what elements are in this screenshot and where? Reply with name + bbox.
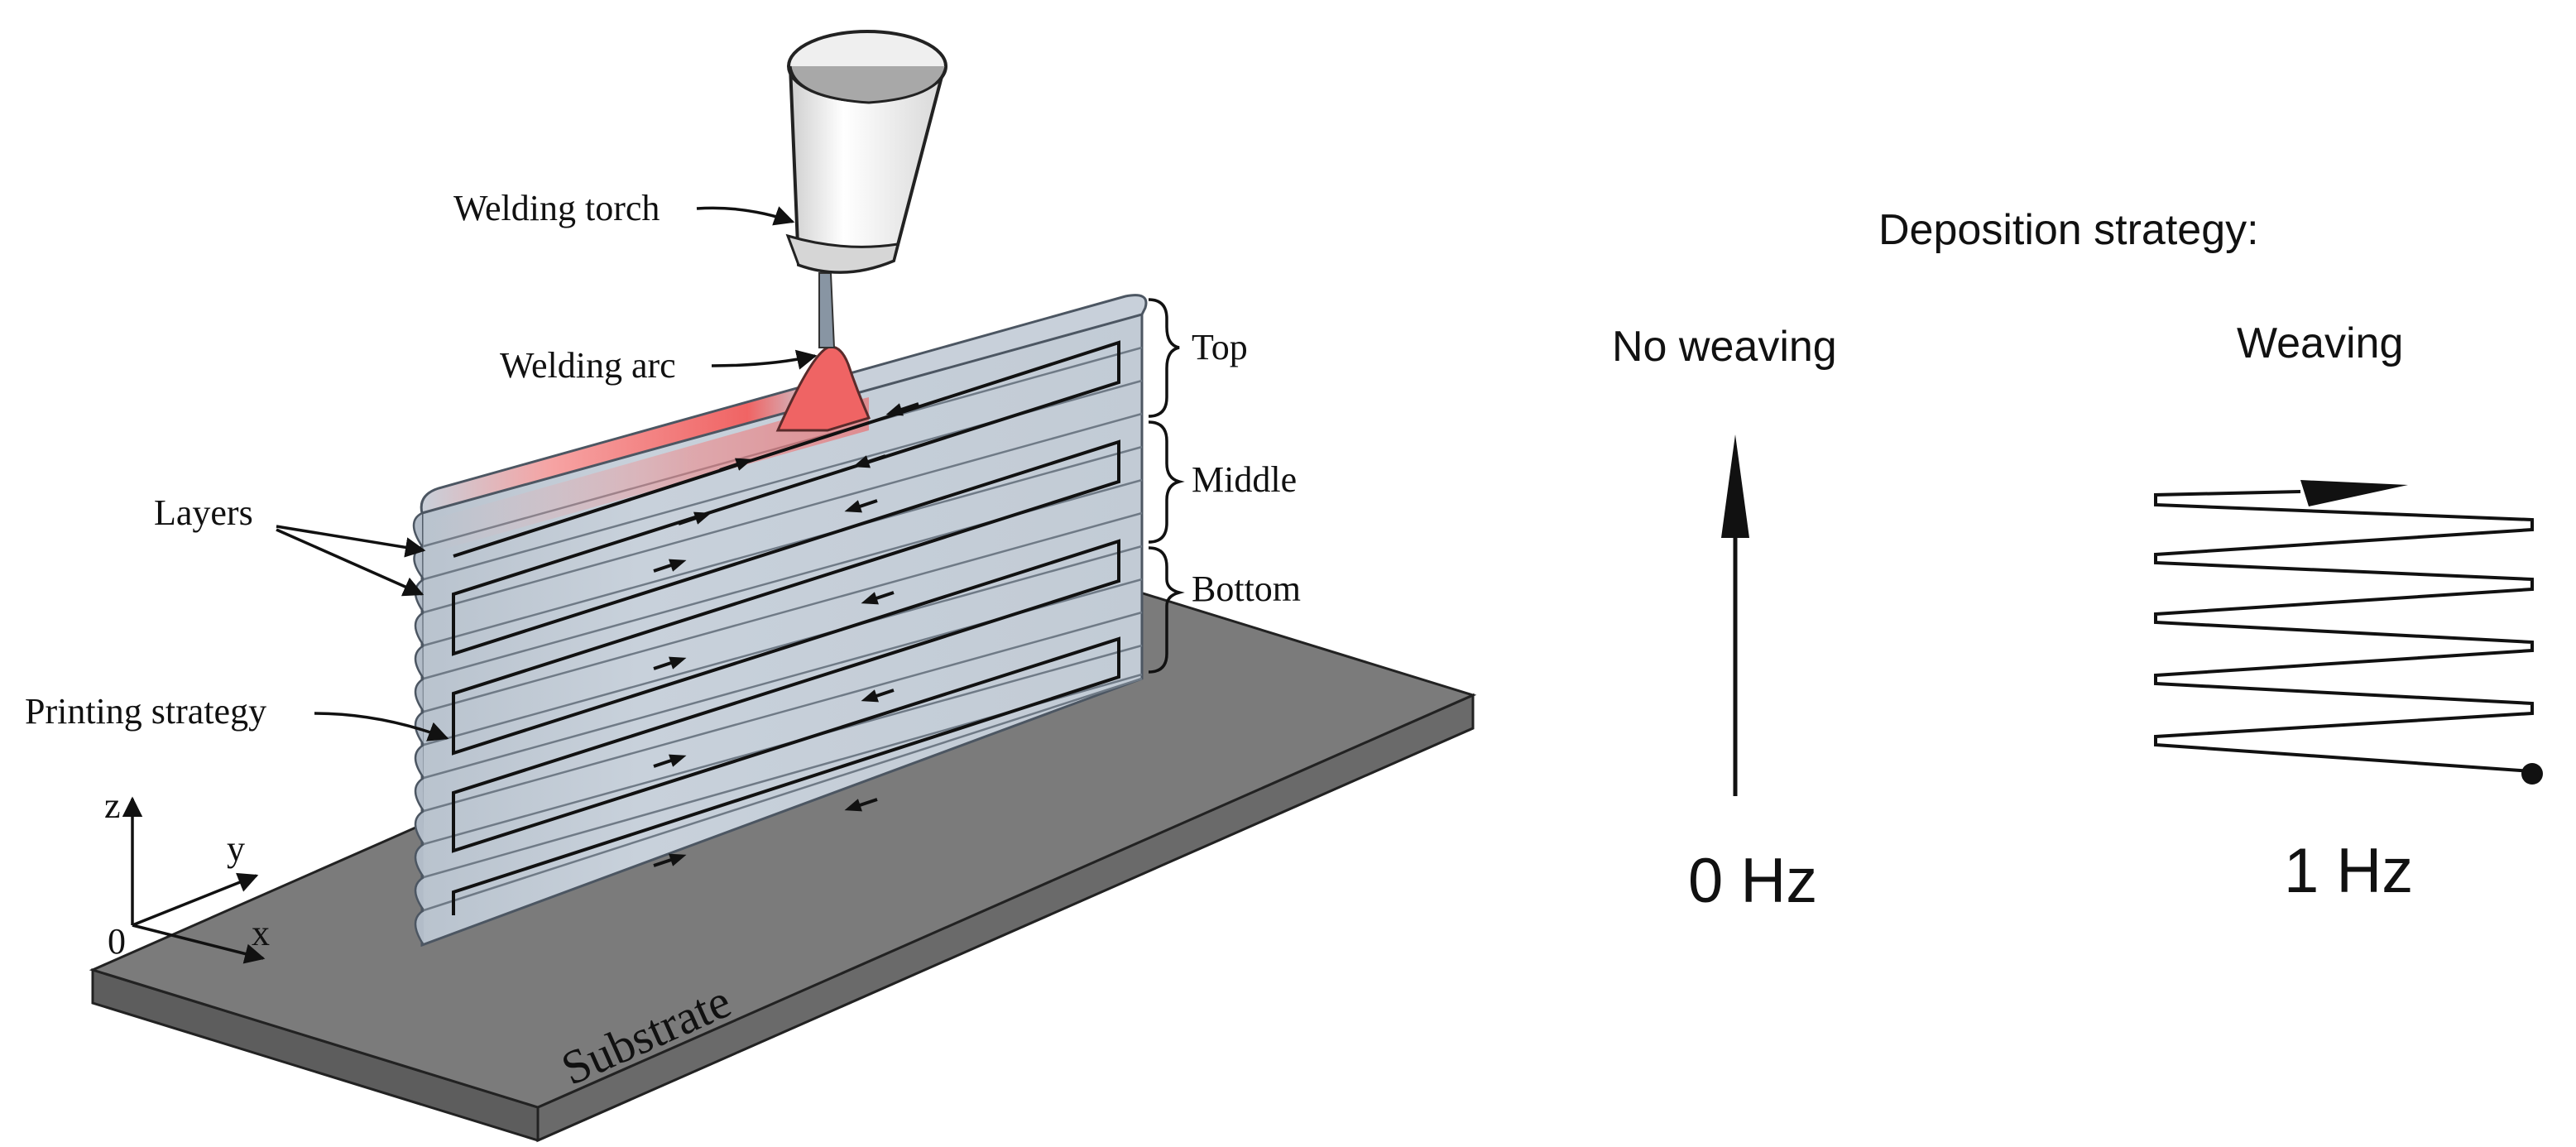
no-weaving-label: No weaving — [1612, 323, 1837, 371]
label-middle: Middle — [1192, 459, 1297, 500]
no-weaving-path — [1721, 434, 1749, 796]
label-layers: Layers — [154, 492, 253, 533]
label-welding-arc: Welding arc — [500, 345, 676, 386]
weaving-path — [2154, 480, 2543, 785]
printing-path — [452, 340, 1120, 915]
leader-layers-2 — [276, 528, 425, 597]
welding-arc — [775, 345, 871, 432]
brace-top — [1148, 298, 1180, 418]
label-printing-strategy: Printing strategy — [25, 691, 266, 732]
axis-origin-label: 0 — [108, 921, 126, 962]
label-top: Top — [1192, 327, 1248, 367]
weaving-label: Weaving — [2237, 319, 2403, 367]
leader-layers-1 — [276, 525, 426, 558]
leader-welding-arc — [711, 349, 818, 370]
deposition-title: Deposition strategy: — [1878, 206, 2259, 254]
coordinate-axes: z y x 0 — [104, 785, 270, 964]
axis-z-label: z — [104, 785, 121, 826]
axis-x-label: x — [252, 913, 270, 953]
weaving-frequency: 1 Hz — [2284, 836, 2413, 906]
label-bottom: Bottom — [1192, 569, 1301, 609]
welding-torch — [785, 30, 947, 348]
leader-welding-torch — [696, 206, 795, 226]
leader-printing-strategy — [314, 712, 449, 741]
label-welding-torch: Welding torch — [453, 188, 660, 228]
axis-y-label: y — [227, 828, 245, 869]
brace-middle — [1148, 420, 1185, 544]
brace-bottom — [1148, 546, 1185, 674]
no-weaving-frequency: 0 Hz — [1688, 846, 1817, 916]
